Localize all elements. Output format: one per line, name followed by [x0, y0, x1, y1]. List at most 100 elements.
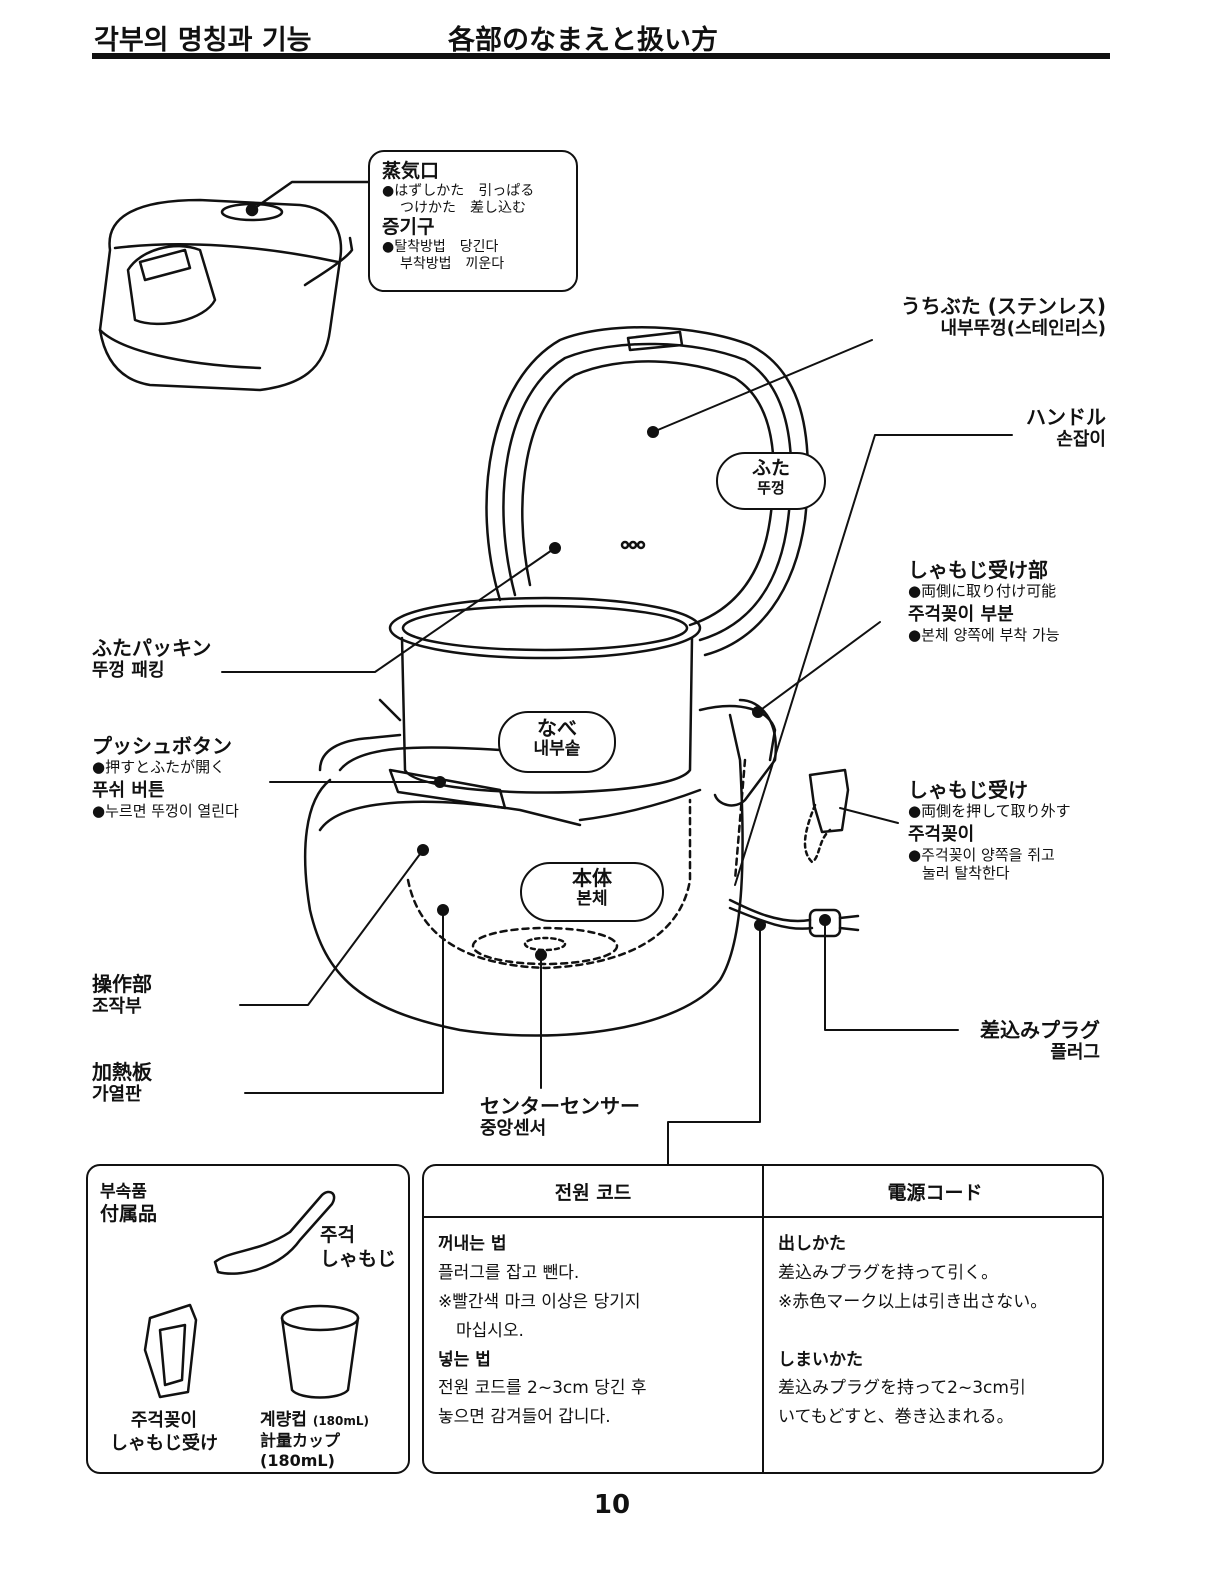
power-cord-ja-body: 出しかた 差込みプラグを持って引く。 ※赤色マーク以上は引き出さない。 . しま… — [778, 1230, 1096, 1432]
center-sensor-ko: 중앙센서 — [480, 1118, 547, 1139]
lid-ja: ふた — [751, 457, 790, 479]
accessories-title: 부속품 付属品 — [100, 1182, 157, 1227]
paddle-holder-part-ko: 주걱꽂이 부분 — [908, 604, 1014, 625]
cord-ja-out-2: ※赤色マーク以上は引き出さない。 — [778, 1291, 1048, 1312]
push-button-ko: 푸쉬 버튼 — [92, 780, 165, 801]
cup-ja: 計量カップ(180mL) — [260, 1431, 341, 1471]
steam-vent-name-ko: 증기구 — [382, 216, 435, 239]
accessories-title-ko: 부속품 — [100, 1182, 147, 1202]
accessory-paddle-drawing — [213, 1190, 336, 1275]
holder-ja: しゃもじ受け — [110, 1432, 218, 1454]
pot-bubble: なべ 내부솥 — [498, 711, 616, 773]
pot-ko: 내부솥 — [533, 739, 581, 759]
paddle-holder-note1-ko: ●주걱꽂이 양쪽을 쥐고 — [908, 845, 1055, 864]
paddle-holder-ja: しゃもじ受け — [908, 778, 1028, 802]
power-cord-head-ja: 電源コード — [764, 1166, 1102, 1218]
lid-packing-ko: 뚜껑 패킹 — [92, 660, 165, 681]
paddle-label: 주걱 しゃもじ — [320, 1224, 396, 1272]
cord-ko-out-3: 마십시오. — [456, 1320, 524, 1341]
power-cord-ko-body: 꺼내는 법 플러그를 잡고 뺀다. ※빨간색 마크 이상은 당기지 마십시오. … — [438, 1230, 752, 1432]
accessory-cup-drawing — [280, 1304, 360, 1399]
lid-packing-ja: ふたパッキン — [92, 636, 212, 660]
inner-lid-ko: 내부뚜껑(스테인리스) — [940, 318, 1107, 339]
plug-label: 差込みプラグ 플러그 — [980, 1018, 1100, 1064]
pot-drawing — [388, 596, 702, 794]
steam-vent-callout: 蒸気口 ●はずしかた 引っぱる つけかた 差し込む 증기구 ●탈착방법 당긴다 … — [368, 150, 578, 292]
paddle-holder-note-ja: ●両側を押して取り外す — [908, 802, 1071, 820]
heating-plate-label: 加熱板 가열판 — [92, 1060, 152, 1106]
paddle-ja: しゃもじ — [320, 1247, 397, 1270]
accessory-holder-drawing — [143, 1303, 198, 1399]
lid-ko: 뚜껑 — [757, 478, 785, 497]
paddle-holder-part-note-ko: ●본체 양쪽에 부착 가능 — [908, 625, 1060, 644]
steam-vent-line2-ja: つけかた 差し込む — [400, 199, 526, 216]
cup-label: 계량컵 (180mL) 計量カップ(180mL) — [260, 1410, 408, 1471]
control-panel-ja: 操作部 — [92, 972, 152, 996]
header-title-ja: 各部のなまえと扱い方 — [448, 25, 718, 56]
open-lid-drawing — [485, 326, 810, 657]
holder-label: 주걱꽂이 しゃもじ受け — [110, 1410, 218, 1455]
inner-lid-label: うちぶた (ステンレス) 내부뚜껑(스테인리스) — [901, 294, 1106, 340]
power-cord-head-ko: 전원 코드 — [424, 1166, 762, 1218]
power-cord-divider — [762, 1166, 764, 1472]
cooker-body-drawing — [303, 698, 778, 1037]
cord-ja-out-1: 差込みプラグを持って引く。 — [778, 1262, 999, 1283]
header-rule — [92, 53, 1110, 59]
paddle-holder-part-label: しゃもじ受け部 ●両側に取り付け可能 주걱꽂이 부분 ●본체 양쪽에 부착 가능 — [908, 558, 1060, 644]
center-sensor-ja: センターセンサー — [480, 1094, 640, 1118]
push-button-note-ja: ●押すとふたが開く — [92, 758, 226, 776]
lid-packing-label: ふたパッキン 뚜껑 패킹 — [92, 636, 211, 682]
center-sensor-label: センターセンサー 중앙센서 — [480, 1094, 640, 1140]
push-button-ja: プッシュボタン — [92, 734, 232, 758]
cord-ko-in-title: 넣는 법 — [438, 1349, 491, 1370]
cord-drawing — [728, 898, 860, 938]
cord-ja-in-1: 差込みプラグを持って2~3cm引 — [778, 1378, 1026, 1399]
lid-bubble: ふた 뚜껑 — [716, 452, 826, 510]
plug-ja: 差込みプラグ — [980, 1018, 1100, 1042]
paddle-holder-drawing — [803, 768, 850, 864]
power-cord-box: 전원 코드 꺼내는 법 플러그를 잡고 뺀다. ※빨간색 마크 이상은 당기지 … — [422, 1164, 1104, 1474]
steam-vent-line1-ja: ●はずしかた 引っぱる — [382, 182, 535, 199]
push-button-label: プッシュボタン ●押すとふたが開く 푸쉬 버튼 ●누르면 뚜껑이 열린다 — [92, 734, 239, 820]
steam-vent-line2-ko: 부착방법 끼운다 — [400, 255, 505, 272]
control-panel-label: 操作部 조작부 — [92, 972, 152, 1018]
cord-ja-out-title: 出しかた — [778, 1234, 846, 1254]
power-cord-ja-column: 電源コード 出しかた 差込みプラグを持って引く。 ※赤色マーク以上は引き出さない… — [764, 1166, 1102, 1472]
paddle-holder-note2-ko: 눌러 탈착한다 — [922, 863, 1010, 882]
cord-ko-in-2: 놓으면 감겨들어 갑니다. — [438, 1407, 611, 1428]
cord-ja-in-2: いてもどすと、巻き込まれる。 — [778, 1407, 1014, 1428]
power-cord-ko-column: 전원 코드 꺼내는 법 플러그를 잡고 뺀다. ※빨간색 마크 이상은 당기지 … — [424, 1166, 762, 1472]
cord-ko-out-2: ※빨간색 마크 이상은 당기지 — [438, 1291, 641, 1312]
cup-ko: 계량컵 — [260, 1410, 307, 1430]
steam-vent-name-ja: 蒸気口 — [382, 160, 440, 182]
accessories-box: 부속품 付属品 주걱 しゃもじ 주걱꽂이 しゃもじ受け 계량컵 (180mL) … — [86, 1164, 410, 1474]
push-button-note-ko: ●누르면 뚜껑이 열린다 — [92, 801, 239, 820]
steam-vent-line1-ko: ●탈착방법 당긴다 — [382, 239, 499, 256]
small-cooker-drawing — [98, 198, 354, 392]
control-panel-ko: 조작부 — [92, 996, 142, 1017]
pot-ja: なべ — [537, 716, 577, 740]
plug-ko: 플러그 — [1050, 1042, 1100, 1063]
inner-lid-ja: うちぶた (ステンレス) — [900, 294, 1106, 318]
handle-label: ハンドル 손잡이 — [1026, 405, 1106, 451]
body-bubble: 本体 본체 — [520, 862, 664, 922]
paddle-ko: 주걱 — [320, 1224, 355, 1246]
heating-plate-ko: 가열판 — [92, 1084, 142, 1105]
body-ko: 본체 — [576, 889, 608, 909]
paddle-holder-label: しゃもじ受け ●両側を押して取り外す 주걱꽂이 ●주걱꽂이 양쪽을 쥐고 눌러 … — [908, 778, 1071, 882]
cord-ja-in-title: しまいかた — [778, 1349, 863, 1370]
accessories-title-ja: 付属品 — [100, 1203, 158, 1226]
paddle-holder-part-ja: しゃもじ受け部 — [908, 558, 1048, 582]
heating-plate-ja: 加熱板 — [92, 1060, 152, 1084]
paddle-holder-ko: 주걱꽂이 — [908, 824, 975, 845]
cord-ko-out-1: 플러그를 잡고 뺀다. — [438, 1262, 580, 1283]
leader-lines — [221, 339, 1013, 1165]
header-title-ko: 각부의 명칭과 기능 — [94, 25, 312, 56]
holder-ko: 주걱꽂이 — [130, 1410, 198, 1431]
cord-ko-in-1: 전원 코드를 2~3cm 당긴 후 — [438, 1378, 647, 1399]
body-ja: 本体 — [572, 866, 612, 890]
paddle-holder-part-note-ja: ●両側に取り付け可能 — [908, 582, 1057, 600]
handle-ja: ハンドル — [1026, 405, 1106, 429]
handle-ko: 손잡이 — [1056, 429, 1106, 450]
